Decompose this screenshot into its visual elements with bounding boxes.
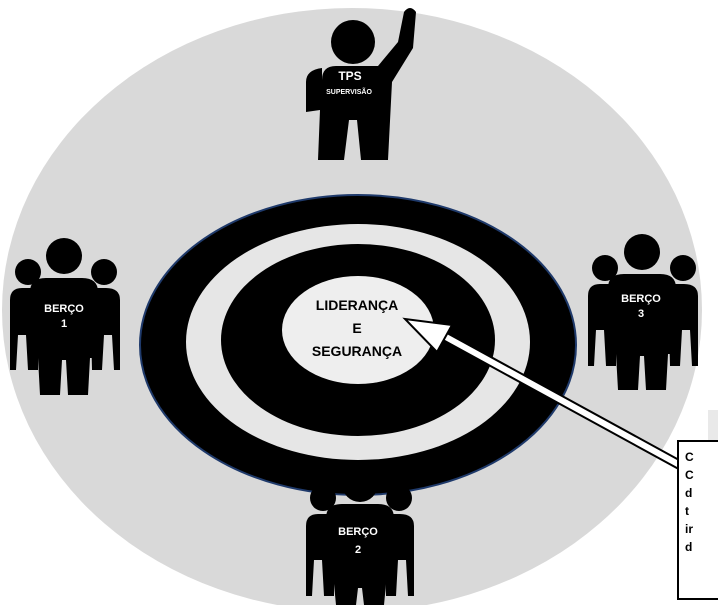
berth-1-name: BERÇO [44, 303, 84, 315]
berth-2-number: 2 [355, 544, 361, 556]
supervisor-figure [306, 8, 416, 160]
callout-line: d [685, 540, 693, 554]
berth-1-number: 1 [61, 318, 67, 330]
center-ellipse [282, 276, 434, 384]
center-label: LIDERANÇA E SEGURANÇA [312, 297, 402, 359]
berth-2-label: BERÇO 2 [338, 526, 378, 556]
person-left-head [310, 485, 336, 511]
callout-line: t [685, 504, 689, 518]
person-front-head [342, 466, 378, 502]
berth-group-3 [588, 234, 698, 390]
center-line-1: LIDERANÇA [316, 297, 398, 313]
callout-box: C C d t ir d [677, 440, 718, 600]
berth-3-name: BERÇO [621, 293, 661, 305]
berth-group-1 [10, 238, 120, 395]
center-line-2: E [352, 320, 361, 336]
person-front-head [624, 234, 660, 270]
target-rings [139, 194, 577, 496]
supervisor-subtitle: SUPERVISÃO [326, 87, 372, 96]
berth-3-number: 3 [638, 308, 644, 320]
person-right-head [386, 485, 412, 511]
person-right-head [670, 255, 696, 281]
callout-line: C [685, 468, 694, 482]
person-left-head [592, 255, 618, 281]
callout-line: d [685, 486, 693, 500]
person-front-body [30, 278, 98, 395]
berth-1-label: BERÇO 1 [44, 303, 84, 330]
supervisor-label: TPS SUPERVISÃO [326, 69, 372, 96]
person-right-head [91, 259, 117, 285]
person-front-body [608, 274, 676, 390]
supervisor-title: TPS [338, 69, 361, 83]
callout-shade [708, 410, 718, 440]
supervisor-head [331, 20, 375, 64]
berth-3-label: BERÇO 3 [621, 293, 661, 320]
supervisor-body [306, 8, 416, 160]
berth-2-name: BERÇO [338, 526, 378, 538]
berth-group-2 [306, 466, 414, 605]
person-front-head [46, 238, 82, 274]
callout-line: ir [685, 522, 694, 536]
person-left-head [15, 259, 41, 285]
callout-line: C [685, 450, 694, 464]
arrow-head [402, 317, 454, 354]
person-front-body [326, 504, 394, 605]
center-line-3: SEGURANÇA [312, 343, 402, 359]
